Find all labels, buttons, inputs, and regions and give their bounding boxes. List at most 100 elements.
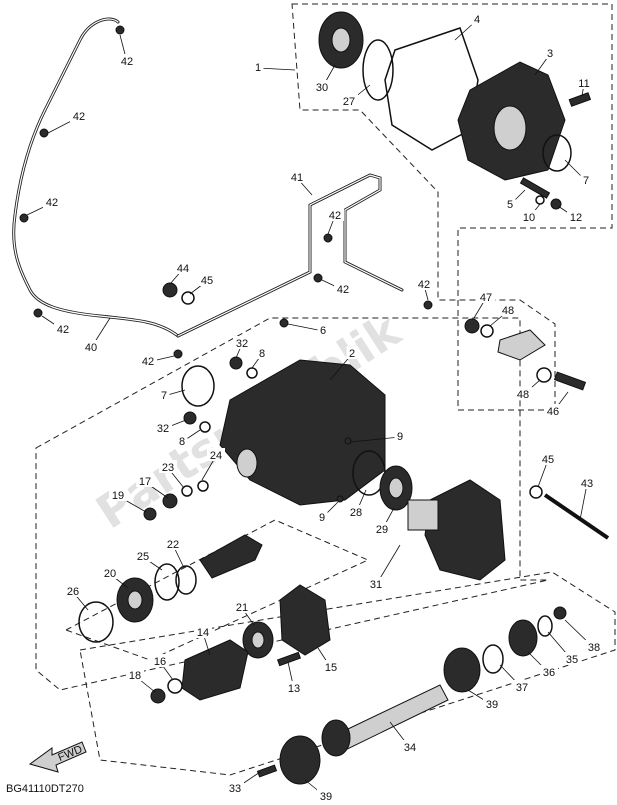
clip-42-a bbox=[115, 25, 125, 35]
callout-background bbox=[347, 505, 365, 518]
clip-42-d bbox=[33, 308, 43, 318]
leader-line bbox=[579, 483, 588, 521]
bolt-32-lower bbox=[183, 411, 197, 425]
cover-3-bore bbox=[493, 105, 527, 151]
nut-38 bbox=[553, 606, 567, 620]
callout-background bbox=[70, 109, 88, 122]
callout-label: 46 bbox=[547, 406, 559, 418]
callout-background bbox=[540, 665, 558, 678]
callout-background bbox=[126, 668, 144, 681]
callout-label: 39 bbox=[486, 699, 498, 711]
oring-35 bbox=[537, 615, 553, 637]
washer-8-upper bbox=[246, 367, 258, 379]
bolt-33 bbox=[256, 764, 278, 778]
nut-18 bbox=[150, 688, 166, 704]
callout-label: 42 bbox=[142, 356, 154, 368]
callout-label: 4 bbox=[474, 14, 480, 26]
callout-background bbox=[158, 388, 170, 401]
pinion-gear bbox=[199, 534, 263, 579]
callout-background bbox=[164, 537, 182, 550]
callout-label: 20 bbox=[104, 568, 116, 580]
callout-background bbox=[82, 340, 100, 353]
callout-label: 32 bbox=[236, 338, 248, 350]
callout-label: 36 bbox=[543, 667, 555, 679]
callout-label: 27 bbox=[343, 96, 355, 108]
callout-background bbox=[520, 210, 538, 223]
bolt-5 bbox=[519, 177, 551, 199]
callout-label: 19 bbox=[112, 490, 124, 502]
diagram-code: BG41110DT270 bbox=[6, 783, 84, 795]
pipe-41-highlight bbox=[177, 174, 403, 337]
nut-47 bbox=[464, 318, 480, 334]
callout-label: 22 bbox=[167, 539, 179, 551]
callout-background bbox=[194, 625, 212, 638]
callout-background bbox=[134, 549, 152, 562]
boot-39-upper bbox=[443, 647, 481, 693]
leader-line bbox=[287, 323, 324, 332]
group-outline-housing bbox=[35, 317, 549, 691]
fitting-6 bbox=[279, 318, 289, 328]
breather-hose-highlight bbox=[13, 18, 179, 337]
callout-label: 2 bbox=[349, 348, 355, 360]
clip-42-b bbox=[39, 128, 49, 138]
callout-label: 42 bbox=[121, 56, 133, 68]
callout-label: 44 bbox=[177, 263, 189, 275]
washer-16 bbox=[167, 678, 183, 694]
callout-background bbox=[288, 170, 306, 183]
gasket-4 bbox=[384, 27, 479, 151]
callout-label: 42 bbox=[329, 210, 341, 222]
callout-background bbox=[567, 210, 585, 223]
callout-background bbox=[233, 336, 251, 349]
callout-label: 9 bbox=[319, 512, 325, 524]
callout-background bbox=[317, 323, 329, 336]
callout-label: 26 bbox=[67, 586, 79, 598]
bolt-11 bbox=[568, 92, 592, 107]
callout-background bbox=[544, 404, 562, 417]
callout-label: 11 bbox=[578, 78, 589, 90]
callout-background bbox=[394, 429, 406, 442]
washer-23 bbox=[181, 485, 193, 497]
callout-background bbox=[256, 346, 268, 359]
oil-seal-29-inner bbox=[388, 477, 404, 499]
oil-seal-7-top bbox=[542, 134, 572, 172]
bolt-32-upper bbox=[229, 356, 243, 370]
callout-background bbox=[252, 60, 264, 73]
callout-background bbox=[471, 12, 483, 25]
pin-9-a bbox=[344, 437, 352, 445]
callout-background bbox=[326, 208, 344, 221]
callout-label: 48 bbox=[517, 389, 529, 401]
callout-background bbox=[317, 789, 335, 802]
callout-background bbox=[575, 76, 593, 89]
oring-26 bbox=[78, 601, 114, 643]
callout-background bbox=[151, 654, 169, 667]
circlip-22 bbox=[175, 565, 197, 595]
oring-37 bbox=[482, 644, 504, 674]
callout-label: 47 bbox=[480, 292, 492, 304]
washer-10 bbox=[535, 195, 545, 205]
callout-background bbox=[563, 652, 581, 665]
callout-label: 25 bbox=[137, 551, 149, 563]
callout-label: 45 bbox=[542, 454, 554, 466]
callout-label: 28 bbox=[350, 507, 362, 519]
callout-background bbox=[514, 387, 532, 400]
callout-label: 17 bbox=[139, 476, 151, 488]
callout-background bbox=[118, 54, 136, 67]
callout-label: 29 bbox=[376, 524, 388, 536]
callout-label: 30 bbox=[316, 82, 328, 94]
callout-background bbox=[54, 322, 72, 335]
oil-seal-21-inner bbox=[251, 631, 265, 649]
callout-background bbox=[316, 510, 328, 523]
callout-background bbox=[136, 474, 154, 487]
callout-background bbox=[207, 448, 225, 461]
plug-17 bbox=[162, 493, 178, 509]
callout-background bbox=[313, 80, 331, 93]
bolt-13 bbox=[276, 651, 302, 667]
oil-seal-7-left bbox=[181, 365, 215, 407]
callout-label: 42 bbox=[337, 284, 349, 296]
callout-label: 35 bbox=[566, 654, 578, 666]
group-outline-shaft bbox=[79, 571, 616, 776]
callout-background bbox=[585, 640, 603, 653]
callout-label: 8 bbox=[179, 436, 185, 448]
callout-background bbox=[539, 452, 557, 465]
